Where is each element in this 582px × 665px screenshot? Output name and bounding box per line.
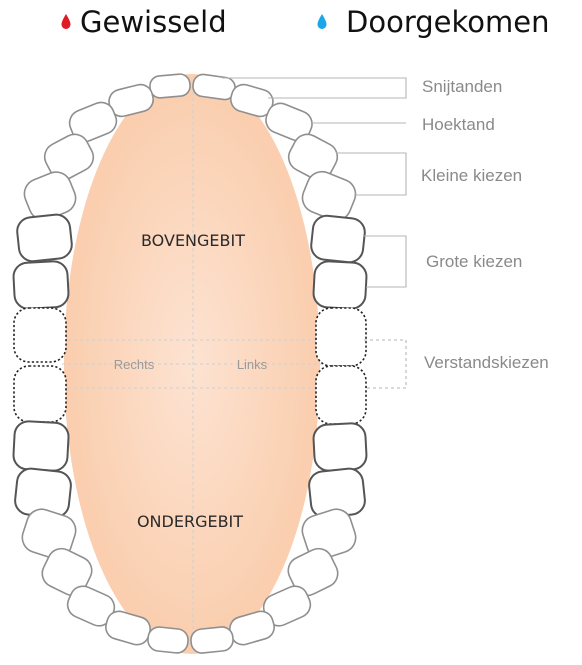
bracket-premolars bbox=[336, 152, 407, 196]
lower-jaw-label: ONDERGEBIT bbox=[137, 512, 243, 531]
upper-jaw-label: BOVENGEBIT bbox=[141, 231, 245, 250]
bracket-wisdom bbox=[364, 339, 407, 389]
tooth-upper-incisor[interactable] bbox=[149, 73, 191, 99]
right-side-label: Rechts bbox=[114, 357, 155, 372]
tooth-upper-molar[interactable] bbox=[12, 260, 70, 310]
water-drop-icon bbox=[317, 14, 327, 29]
annotations: Snijtanden Hoektand Kleine kiezen Grote … bbox=[222, 77, 549, 389]
label-hoektand: Hoektand bbox=[422, 115, 495, 134]
upper-teeth bbox=[12, 73, 368, 367]
tooth-upper-premolar[interactable] bbox=[284, 129, 342, 184]
label-grote-kiezen: Grote kiezen bbox=[426, 252, 522, 271]
palate bbox=[64, 74, 320, 654]
tooth-upper-canine[interactable] bbox=[262, 99, 316, 144]
blood-drop-icon bbox=[61, 14, 71, 29]
tooth-lower-incisor[interactable] bbox=[190, 626, 234, 654]
tooth-upper-molar[interactable] bbox=[310, 214, 366, 264]
tooth-lower-incisor[interactable] bbox=[147, 626, 189, 654]
label-kleine-kiezen: Kleine kiezen bbox=[421, 166, 522, 185]
label-verstandskiezen: Verstandskiezen bbox=[424, 353, 549, 372]
legend-label-doorgekomen: Doorgekomen bbox=[346, 5, 549, 39]
tooth-lower-premolar[interactable] bbox=[298, 505, 359, 562]
tooth-lower-premolar[interactable] bbox=[18, 505, 79, 562]
bracket-molars bbox=[364, 235, 407, 288]
legend: Gewisseld Doorgekomen bbox=[61, 5, 549, 39]
tooth-lower-wisdom[interactable] bbox=[315, 365, 367, 425]
tooth-upper-molar[interactable] bbox=[16, 213, 73, 263]
tooth-upper-premolar[interactable] bbox=[298, 167, 360, 225]
tooth-upper-canine[interactable] bbox=[66, 99, 121, 146]
tooth-lower-molar[interactable] bbox=[312, 422, 368, 472]
left-side-label: Links bbox=[237, 357, 268, 372]
tooth-upper-wisdom[interactable] bbox=[315, 307, 367, 367]
label-snijtanden: Snijtanden bbox=[422, 77, 502, 96]
tooth-lower-premolar[interactable] bbox=[38, 544, 97, 600]
tooth-upper-molar[interactable] bbox=[312, 260, 368, 310]
legend-label-gewisseld: Gewisseld bbox=[80, 5, 227, 39]
tooth-upper-wisdom[interactable] bbox=[13, 307, 67, 363]
tooth-lower-premolar[interactable] bbox=[284, 544, 343, 600]
tooth-upper-premolar[interactable] bbox=[40, 129, 98, 184]
tooth-lower-wisdom[interactable] bbox=[13, 365, 67, 423]
bracket-incisors bbox=[222, 77, 407, 99]
lower-teeth bbox=[12, 365, 368, 654]
tooth-lower-molar[interactable] bbox=[12, 420, 70, 472]
